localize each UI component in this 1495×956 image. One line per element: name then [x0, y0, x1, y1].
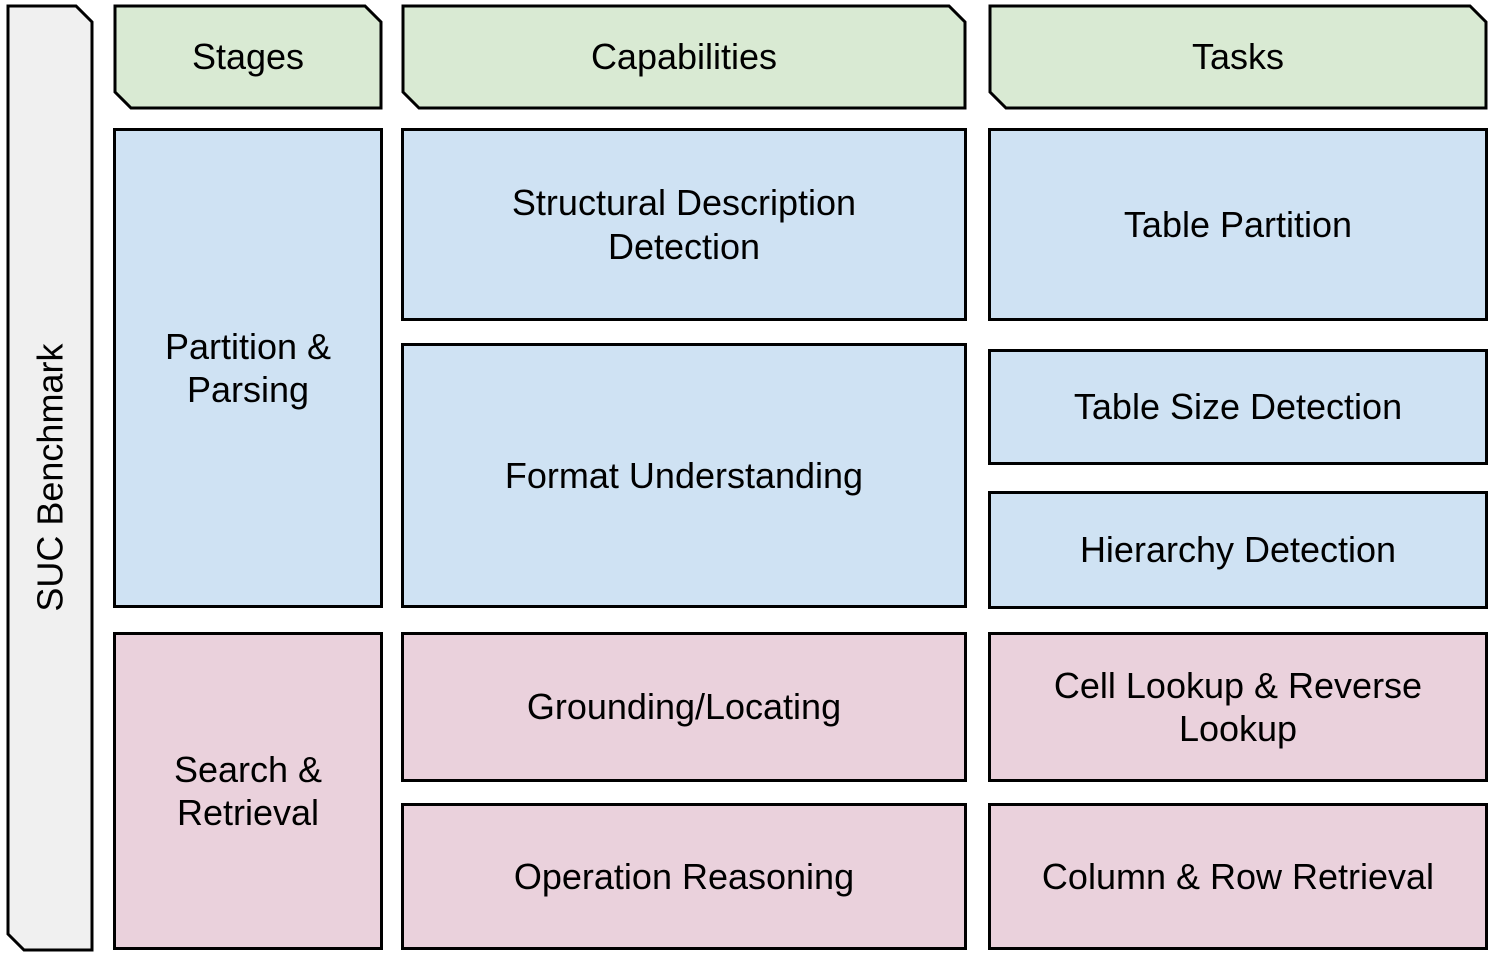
- sidebar-notched-shape: [6, 4, 94, 952]
- task-table-size-detection: Table Size Detection: [988, 349, 1488, 465]
- stage-partition-parsing: Partition & Parsing: [113, 128, 383, 608]
- task-cell-lookup-reverse-lookup-label: Cell Lookup & Reverse Lookup: [1053, 664, 1423, 749]
- header-tasks-label: Tasks: [1191, 36, 1285, 78]
- stage-search-retrieval: Search & Retrieval: [113, 632, 383, 950]
- capability-grounding-locating: Grounding/Locating: [401, 632, 967, 782]
- header-tasks: Tasks: [988, 4, 1488, 110]
- header-stages-label: Stages: [191, 36, 305, 78]
- task-hierarchy-detection-label: Hierarchy Detection: [1079, 529, 1397, 571]
- capability-structural-description-detection: Structural Description Detection: [401, 128, 967, 321]
- capability-grounding-locating-label: Grounding/Locating: [526, 686, 842, 728]
- capability-operation-reasoning-label: Operation Reasoning: [513, 855, 855, 897]
- task-column-row-retrieval-label: Column & Row Retrieval: [1041, 855, 1435, 897]
- header-capabilities-shape: [401, 4, 967, 110]
- stage-search-retrieval-label: Search & Retrieval: [173, 748, 323, 833]
- task-table-partition-label: Table Partition: [1123, 203, 1353, 245]
- header-tasks-shape: [988, 4, 1488, 110]
- task-hierarchy-detection: Hierarchy Detection: [988, 491, 1488, 609]
- header-capabilities-label: Capabilities: [590, 36, 778, 78]
- sidebar-suc-benchmark: SUC Benchmark: [6, 4, 94, 952]
- header-stages: Stages: [113, 4, 383, 110]
- capability-format-understanding-label: Format Understanding: [504, 454, 864, 496]
- capability-operation-reasoning: Operation Reasoning: [401, 803, 967, 950]
- stage-partition-parsing-label: Partition & Parsing: [164, 325, 332, 410]
- capability-format-understanding: Format Understanding: [401, 343, 967, 608]
- sidebar-label: SUC Benchmark: [29, 343, 71, 613]
- task-table-partition: Table Partition: [988, 128, 1488, 321]
- task-table-size-detection-label: Table Size Detection: [1073, 386, 1403, 428]
- header-stages-shape: [113, 4, 383, 110]
- header-capabilities: Capabilities: [401, 4, 967, 110]
- task-column-row-retrieval: Column & Row Retrieval: [988, 803, 1488, 950]
- capability-structural-description-detection-label: Structural Description Detection: [511, 182, 857, 267]
- task-cell-lookup-reverse-lookup: Cell Lookup & Reverse Lookup: [988, 632, 1488, 782]
